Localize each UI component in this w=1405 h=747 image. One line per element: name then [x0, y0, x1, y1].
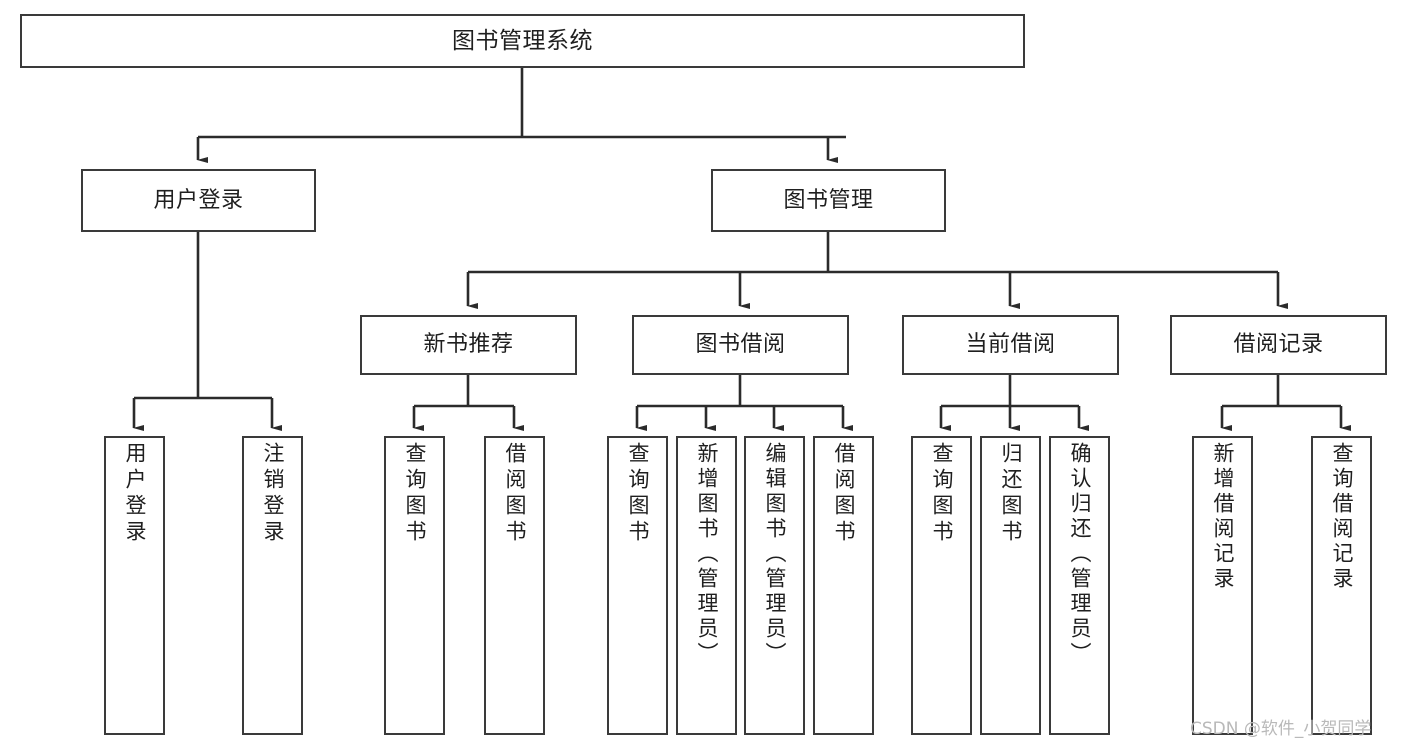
leaf-add-borrow-record[interactable]: 新增借阅记录 — [1192, 436, 1253, 735]
leaf-confirm-return-admin[interactable]: 确认归还（管理员） — [1049, 436, 1110, 735]
leaf-return-books[interactable]: 归还图书 — [980, 436, 1041, 735]
node-label: 新增借阅记录 — [1211, 442, 1235, 592]
node-book-management[interactable]: 图书管理 — [711, 169, 946, 232]
leaf-user-login[interactable]: 用户登录 — [104, 436, 165, 735]
node-label: 归还图书 — [999, 442, 1023, 546]
leaf-logout[interactable]: 注销登录 — [242, 436, 303, 735]
csdn-watermark: CSDN @软件_小贺同学 — [1190, 719, 1372, 739]
leaf-borrow-books-recommendation[interactable]: 借阅图书 — [484, 436, 545, 735]
node-label: 用户登录 — [153, 187, 244, 213]
node-label: 查询图书 — [930, 442, 954, 546]
node-label: 编辑图书（管理员） — [763, 442, 787, 667]
node-label: 借阅图书 — [832, 442, 856, 546]
node-label: 用户登录 — [123, 442, 147, 546]
node-new-book-recommendation[interactable]: 新书推荐 — [360, 315, 577, 375]
node-user-login[interactable]: 用户登录 — [81, 169, 316, 232]
node-current-borrowing[interactable]: 当前借阅 — [902, 315, 1119, 375]
node-label: 图书管理系统 — [452, 27, 593, 54]
leaf-query-books-current[interactable]: 查询图书 — [911, 436, 972, 735]
leaf-query-books-recommendation[interactable]: 查询图书 — [384, 436, 445, 735]
node-label: 新增图书（管理员） — [695, 442, 719, 667]
node-label: 当前借阅 — [965, 332, 1056, 358]
leaf-add-book-admin[interactable]: 新增图书（管理员） — [676, 436, 737, 735]
node-label: 查询图书 — [626, 442, 650, 546]
node-label: 查询图书 — [403, 442, 427, 546]
node-label: 借阅记录 — [1233, 332, 1324, 358]
node-label: 图书借阅 — [695, 332, 786, 358]
node-label: 新书推荐 — [423, 332, 514, 358]
leaf-query-books-borrowing[interactable]: 查询图书 — [607, 436, 668, 735]
node-label: 查询借阅记录 — [1330, 442, 1354, 592]
node-borrow-records[interactable]: 借阅记录 — [1170, 315, 1387, 375]
node-label: 图书管理 — [783, 187, 874, 213]
leaf-query-borrow-record[interactable]: 查询借阅记录 — [1311, 436, 1372, 735]
leaf-borrow-books-borrowing[interactable]: 借阅图书 — [813, 436, 874, 735]
node-book-borrowing[interactable]: 图书借阅 — [632, 315, 849, 375]
node-label: 借阅图书 — [503, 442, 527, 546]
leaf-edit-book-admin[interactable]: 编辑图书（管理员） — [744, 436, 805, 735]
node-label: 确认归还（管理员） — [1068, 442, 1092, 667]
node-root-book-management-system[interactable]: 图书管理系统 — [20, 14, 1025, 68]
node-label: 注销登录 — [261, 442, 285, 546]
